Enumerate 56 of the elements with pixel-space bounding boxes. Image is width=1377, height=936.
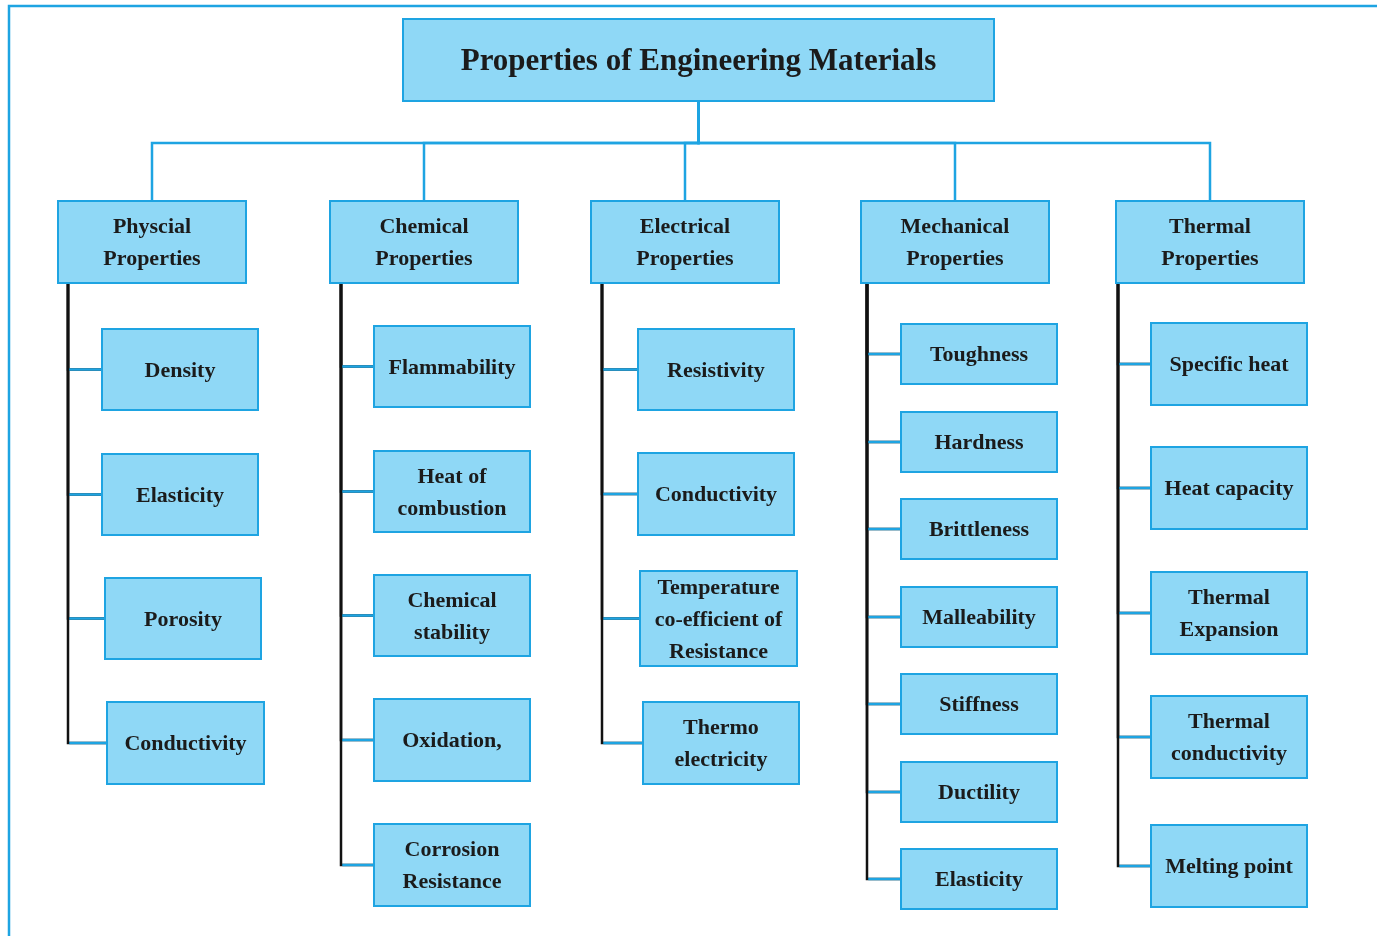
property-box: Resistivity: [637, 328, 795, 411]
connector-stub: [603, 492, 637, 496]
property-box: Thermal conductivity: [1150, 695, 1308, 779]
property-box: Specific heat: [1150, 322, 1308, 406]
connector-stub: [868, 615, 900, 619]
property-box: Chemical stability: [373, 574, 531, 657]
connector-stub: [1119, 735, 1150, 739]
property-box: Conductivity: [106, 701, 265, 785]
category-box: Mechanical Properties: [860, 200, 1050, 284]
connector-stub: [69, 493, 101, 496]
connector-stub: [342, 490, 373, 493]
connector-stub: [603, 741, 642, 745]
category-box: Chemical Properties: [329, 200, 519, 284]
category-box: Electrical Properties: [590, 200, 780, 284]
property-box: Flammability: [373, 325, 531, 408]
connector-stub: [342, 365, 373, 368]
connector-stub: [342, 738, 373, 742]
property-box: Thermo electricity: [642, 701, 800, 785]
connector-stub: [342, 614, 373, 617]
category-box: Thermal Properties: [1115, 200, 1305, 284]
property-box: Elasticity: [900, 848, 1058, 910]
property-box: Brittleness: [900, 498, 1058, 560]
property-box: Temperature co-efficient of Resistance: [639, 570, 798, 667]
property-box: Melting point: [1150, 824, 1308, 908]
connector-stub: [868, 790, 900, 794]
connector-stub: [342, 863, 373, 867]
property-box: Thermal Expansion: [1150, 571, 1308, 655]
connector-stub: [1119, 611, 1150, 615]
connector-stub: [868, 702, 900, 706]
title-box: Properties of Engineering Materials: [402, 18, 995, 102]
property-box: Toughness: [900, 323, 1058, 385]
property-box: Corrosion Resistance: [373, 823, 531, 907]
connector-stub: [1119, 486, 1150, 490]
property-box: Conductivity: [637, 452, 795, 536]
connector-stub: [603, 617, 639, 620]
connector-stub: [69, 368, 101, 371]
property-box: Heat capacity: [1150, 446, 1308, 530]
connector-stub: [69, 741, 106, 745]
property-box: Ductility: [900, 761, 1058, 823]
property-box: Elasticity: [101, 453, 259, 536]
connector-stub: [603, 368, 637, 371]
connector-stub: [1119, 362, 1150, 366]
connector-stub: [69, 617, 104, 620]
connector-stub: [1119, 864, 1150, 868]
connector-stub: [868, 440, 900, 444]
property-box: Heat of combustion: [373, 450, 531, 533]
property-box: Stiffness: [900, 673, 1058, 735]
connector-stub: [868, 527, 900, 531]
property-box: Porosity: [104, 577, 262, 660]
property-box: Oxidation,: [373, 698, 531, 782]
connector-stub: [868, 352, 900, 356]
category-box: Physcial Properties: [57, 200, 247, 284]
property-box: Hardness: [900, 411, 1058, 473]
property-box: Density: [101, 328, 259, 411]
connector-stub: [868, 877, 900, 881]
property-box: Malleability: [900, 586, 1058, 648]
